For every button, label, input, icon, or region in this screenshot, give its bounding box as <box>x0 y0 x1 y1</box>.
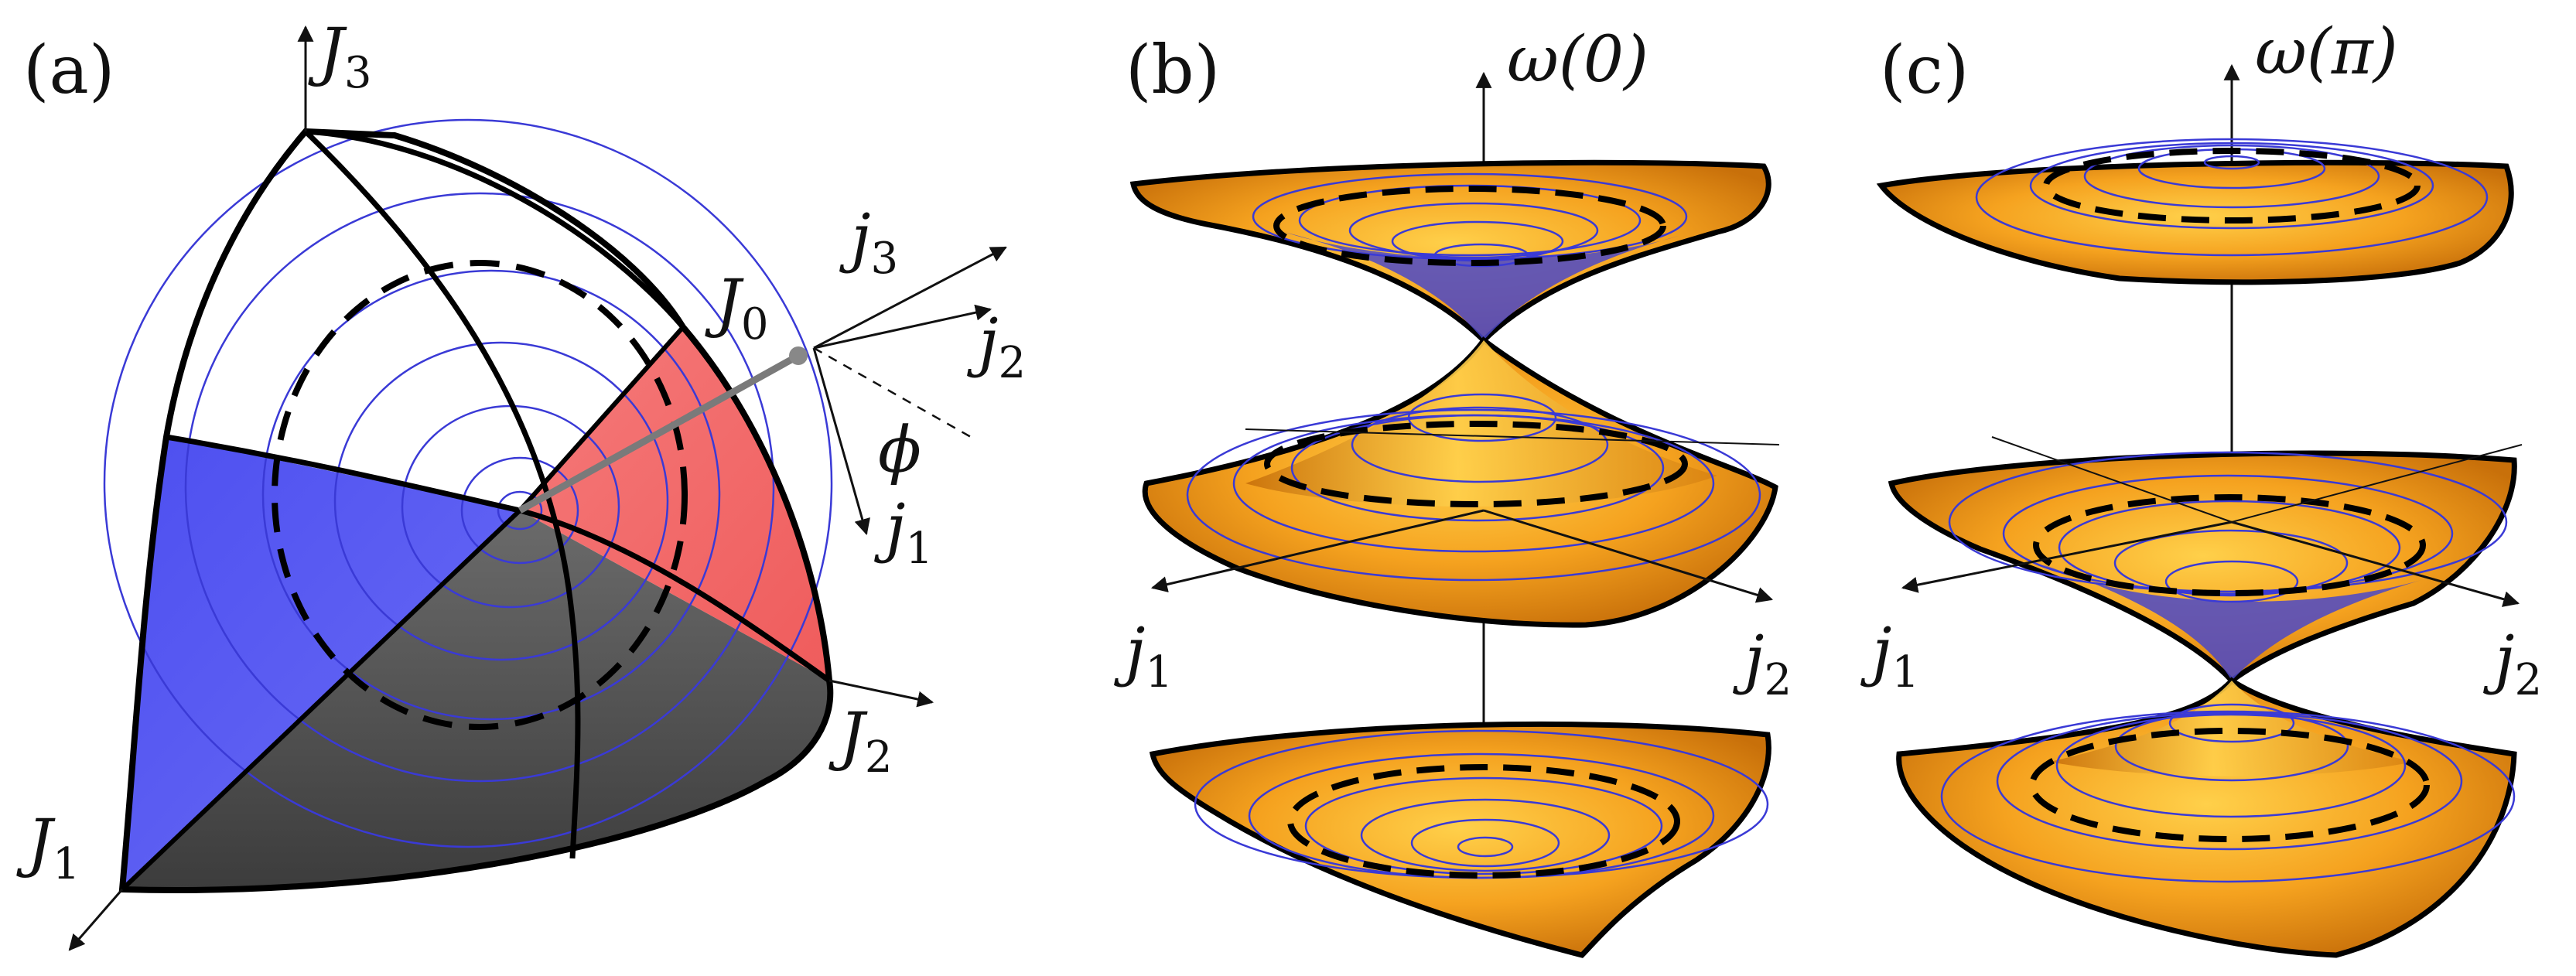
meridian-line <box>303 129 581 859</box>
label-local-j1: j1 <box>874 491 933 574</box>
label-j2-b: j2 <box>1733 623 1792 705</box>
middle-dashed-c <box>2033 494 2426 596</box>
axis-extension-c2 <box>2231 444 2523 523</box>
label-j1: J1 <box>16 807 80 889</box>
axis-extension-c1 <box>1991 436 2233 523</box>
label-j2-c: j2 <box>2483 623 2542 705</box>
label-phi: ϕ <box>878 414 921 487</box>
omegapi-label: ω(π) <box>2255 15 2398 89</box>
bottom-sheet-b <box>1149 721 1771 958</box>
bottom-dashed-c <box>2029 728 2430 842</box>
dashed-contour <box>272 260 688 730</box>
label-j1-c: j1 <box>1860 615 1919 698</box>
top-dashed-c <box>2043 148 2421 224</box>
contour-lines <box>103 118 833 848</box>
local-j1-arrow <box>812 347 870 536</box>
octant-white-region <box>166 131 683 510</box>
bottom-cone-c <box>2050 681 2414 776</box>
j2-axis-c <box>2231 520 2520 607</box>
j0-point <box>789 346 808 365</box>
panel-b: (b) ω(0) j1 j2 <box>1114 23 1792 958</box>
panel-c-label: (c) <box>1880 32 1969 109</box>
j1-axis-b <box>1150 509 1484 592</box>
label-local-j2: j2 <box>967 305 1026 388</box>
axis-extension-b <box>1245 428 1780 445</box>
j0-vector <box>518 353 801 514</box>
label-j3: J3 <box>308 15 372 98</box>
j2-axis-b <box>1483 509 1774 603</box>
local-dashed-projection <box>813 346 972 439</box>
bottom-contours-b <box>1194 729 1769 879</box>
octant-blue-region <box>122 437 520 889</box>
top-sheet-b <box>1129 159 1771 344</box>
edge-top <box>305 128 685 329</box>
panel-a: (a) <box>16 15 1026 951</box>
panel-c: (c) ω(π) j1 j2 <box>1860 15 2542 958</box>
middle-contours-b <box>1186 393 1761 582</box>
middle-dashed-b <box>1264 421 1688 507</box>
j2-axis-arrow <box>828 679 934 708</box>
label-j2: J2 <box>828 700 893 783</box>
top-contours-b <box>1252 172 1688 268</box>
bottom-contours-c <box>1940 703 2516 883</box>
local-j2-arrow <box>813 304 992 350</box>
omega0-label: ω(0) <box>1507 23 1648 97</box>
middle-contours-c <box>1948 451 2508 603</box>
j1-axis-c <box>1901 520 2233 593</box>
label-j0: J0 <box>705 267 769 350</box>
panel-a-label: (a) <box>23 32 114 109</box>
panel-b-label: (b) <box>1126 32 1220 109</box>
bottom-dashed-b <box>1287 764 1680 879</box>
j1-axis-arrow <box>68 889 124 951</box>
local-j3-arrow <box>813 246 1007 350</box>
octant-red-region <box>520 327 829 681</box>
middle-cone-inner-c <box>2042 565 2421 681</box>
label-local-j3: j3 <box>839 201 898 284</box>
top-dashed-b <box>1273 186 1666 266</box>
label-j1-b: j1 <box>1114 615 1173 698</box>
